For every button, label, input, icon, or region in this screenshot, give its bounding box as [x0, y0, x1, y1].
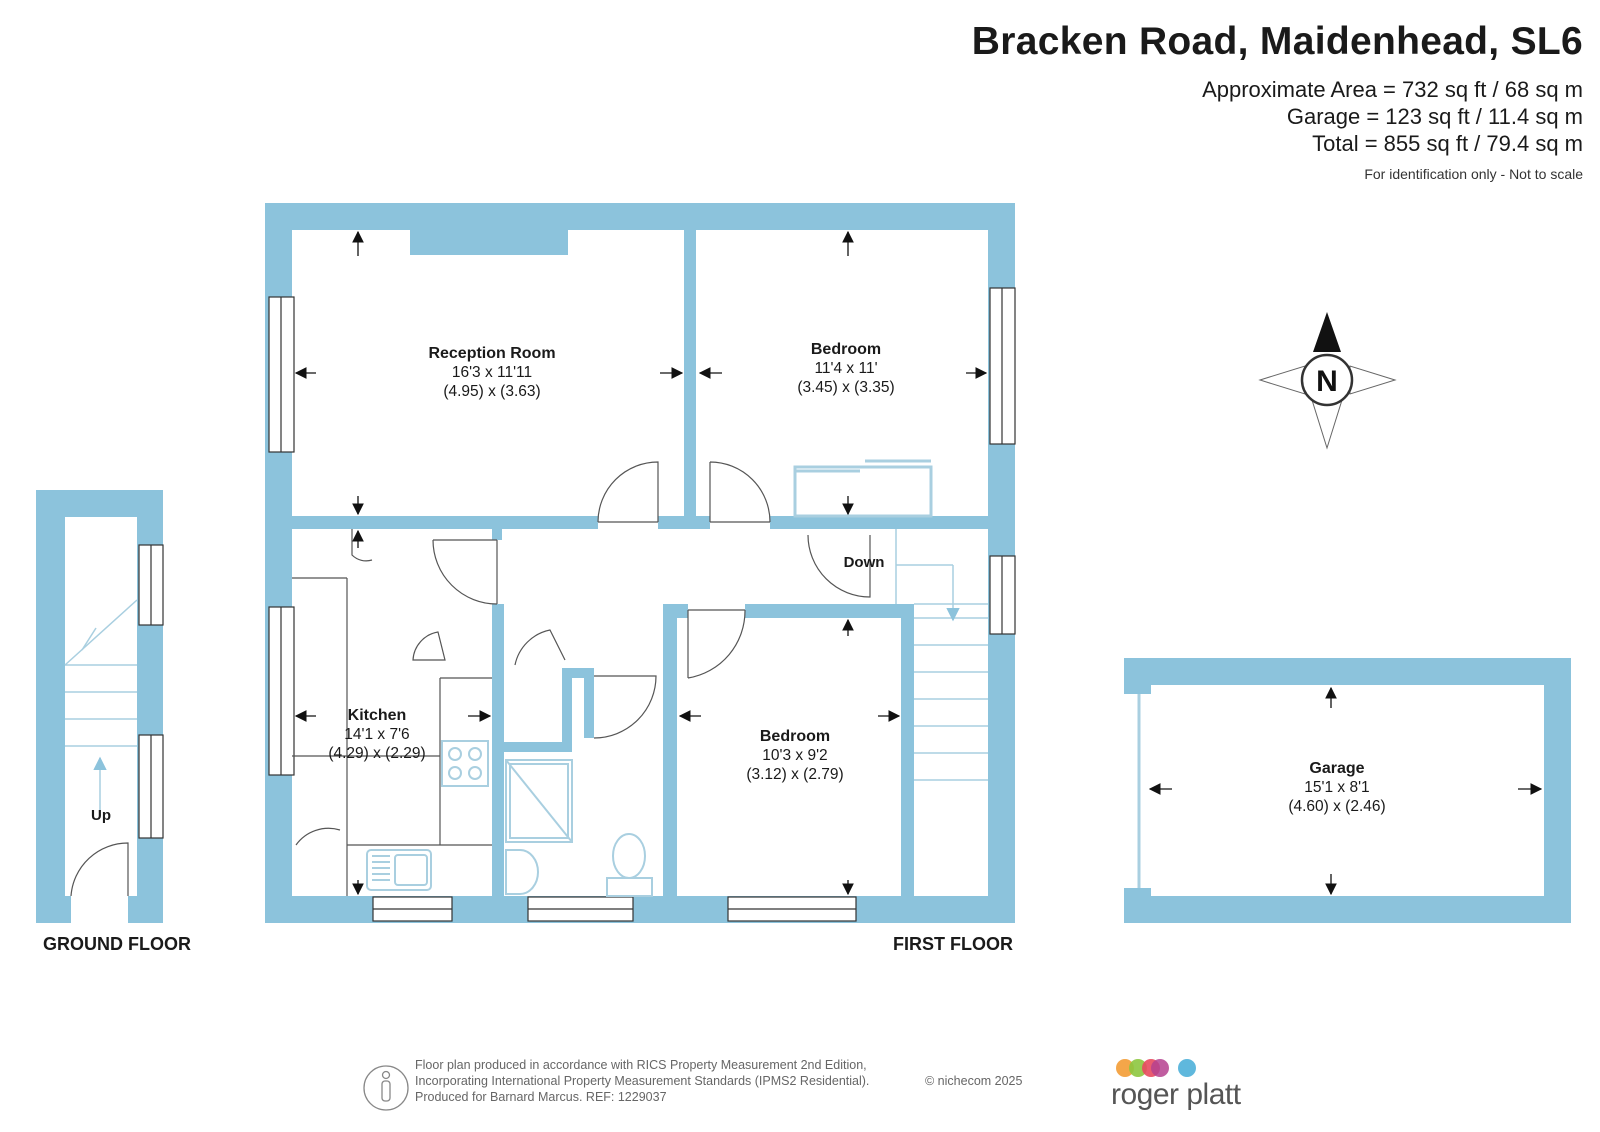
outer-wall	[1124, 896, 1571, 923]
area-line-garage: Garage = 123 sq ft / 11.4 sq m	[1286, 104, 1583, 129]
basin	[505, 849, 539, 895]
stair-label-up: Up	[91, 807, 111, 824]
outer-wall	[128, 896, 163, 923]
stairs-first-floor	[895, 529, 988, 781]
door	[593, 675, 657, 739]
stairs-ground-floor	[64, 599, 138, 815]
door	[514, 629, 566, 666]
room-metric-reception: (4.95) x (3.63)	[443, 383, 540, 400]
footer-line: Floor plan produced in accordance with R…	[415, 1058, 867, 1072]
outer-wall	[1124, 658, 1571, 685]
stair-label-down: Down	[844, 554, 885, 571]
compass-south-point	[1311, 399, 1343, 450]
logo-text: roger platt	[1111, 1078, 1242, 1111]
wall	[745, 604, 911, 618]
door	[687, 609, 746, 679]
door	[70, 842, 129, 897]
door	[295, 827, 341, 846]
wall	[658, 516, 710, 529]
wall	[684, 225, 696, 528]
door	[412, 631, 446, 661]
outer-wall	[265, 203, 1015, 230]
compass-west-point	[1258, 365, 1306, 395]
logo-dot-blue	[1178, 1059, 1196, 1077]
outer-wall	[1124, 658, 1151, 694]
person-icon	[363, 1065, 409, 1111]
room-dims-bedroom-2: 10'3 x 9'2	[762, 747, 827, 764]
compass-letter: N	[1316, 365, 1338, 398]
dimension-arrows	[294, 230, 1543, 896]
footer-line: Produced for Barnard Marcus. REF: 122903…	[415, 1090, 667, 1104]
room-name-bedroom-1: Bedroom	[811, 341, 881, 358]
logo-dot-orange	[1116, 1059, 1134, 1077]
outer-wall	[36, 490, 65, 923]
room-metric-bedroom-1: (3.45) x (3.35)	[797, 379, 894, 396]
door	[351, 529, 373, 562]
hob	[441, 740, 489, 787]
kitchen-fixtures	[366, 740, 489, 891]
room-name-bedroom-2: Bedroom	[760, 728, 830, 745]
compass-east-point	[1349, 365, 1397, 395]
room-name-kitchen: Kitchen	[348, 707, 407, 724]
wall	[504, 742, 572, 752]
logo-dot-purple	[1151, 1059, 1169, 1077]
area-line-approximate: Approximate Area = 732 sq ft / 68 sq m	[1202, 77, 1583, 102]
wall	[492, 528, 502, 540]
wall	[288, 516, 598, 529]
room-metric-bedroom-2: (3.12) x (2.79)	[746, 766, 843, 783]
room-name-garage: Garage	[1309, 760, 1364, 777]
page-title: Bracken Road, Maidenhead, SL6	[971, 20, 1583, 63]
wall	[492, 604, 504, 900]
sink	[366, 849, 432, 891]
compass-rose: N	[1258, 312, 1397, 450]
door	[709, 461, 771, 523]
ground-floor-details	[138, 544, 164, 839]
room-name-reception: Reception Room	[428, 345, 555, 362]
door-swings	[292, 461, 871, 896]
wall	[572, 668, 594, 678]
room-dims-garage: 15'1 x 8'1	[1304, 779, 1369, 796]
disclaimer-note: For identification only - Not to scale	[1364, 166, 1583, 182]
wall	[584, 668, 594, 738]
outer-wall	[36, 896, 71, 923]
logo: roger platt	[1111, 1059, 1242, 1111]
room-metric-garage: (4.60) x (2.46)	[1288, 798, 1385, 815]
compass-north-point	[1313, 312, 1341, 352]
wardrobe	[793, 459, 933, 518]
door	[432, 539, 498, 605]
windows	[268, 287, 1016, 922]
ground-floor-door	[70, 842, 129, 897]
floor-label-ground: GROUND FLOOR	[43, 934, 191, 954]
wall	[663, 604, 688, 618]
floor-label-first: FIRST FLOOR	[893, 934, 1013, 954]
outer-wall	[1544, 658, 1571, 923]
room-metric-kitchen: (4.29) x (2.29)	[328, 745, 425, 762]
room-dims-reception: 16'3 x 11'11	[452, 364, 532, 381]
wall	[663, 604, 677, 900]
room-dims-kitchen: 14'1 x 7'6	[344, 726, 409, 743]
wall	[770, 516, 992, 529]
chimney-breast	[410, 225, 568, 255]
wall	[901, 604, 914, 900]
logo-dot-green	[1129, 1059, 1147, 1077]
room-dims-bedroom-1: 11'4 x 11'	[814, 360, 877, 377]
wall	[562, 668, 572, 752]
bathroom-fixtures	[505, 759, 653, 897]
door	[597, 461, 659, 523]
area-line-total: Total = 855 sq ft / 79.4 sq m	[1312, 131, 1583, 156]
garage-plan	[1124, 658, 1571, 923]
first-floor-plan	[265, 203, 1015, 923]
toilet	[612, 833, 646, 879]
door	[807, 534, 871, 598]
room-labels: Reception Room 16'3 x 11'11 (4.95) x (3.…	[43, 341, 1386, 954]
compass-circle	[1300, 353, 1354, 407]
footer-line: Incorporating International Property Mea…	[415, 1074, 870, 1088]
copyright: © nichecom 2025	[925, 1074, 1023, 1088]
shower	[505, 759, 573, 843]
